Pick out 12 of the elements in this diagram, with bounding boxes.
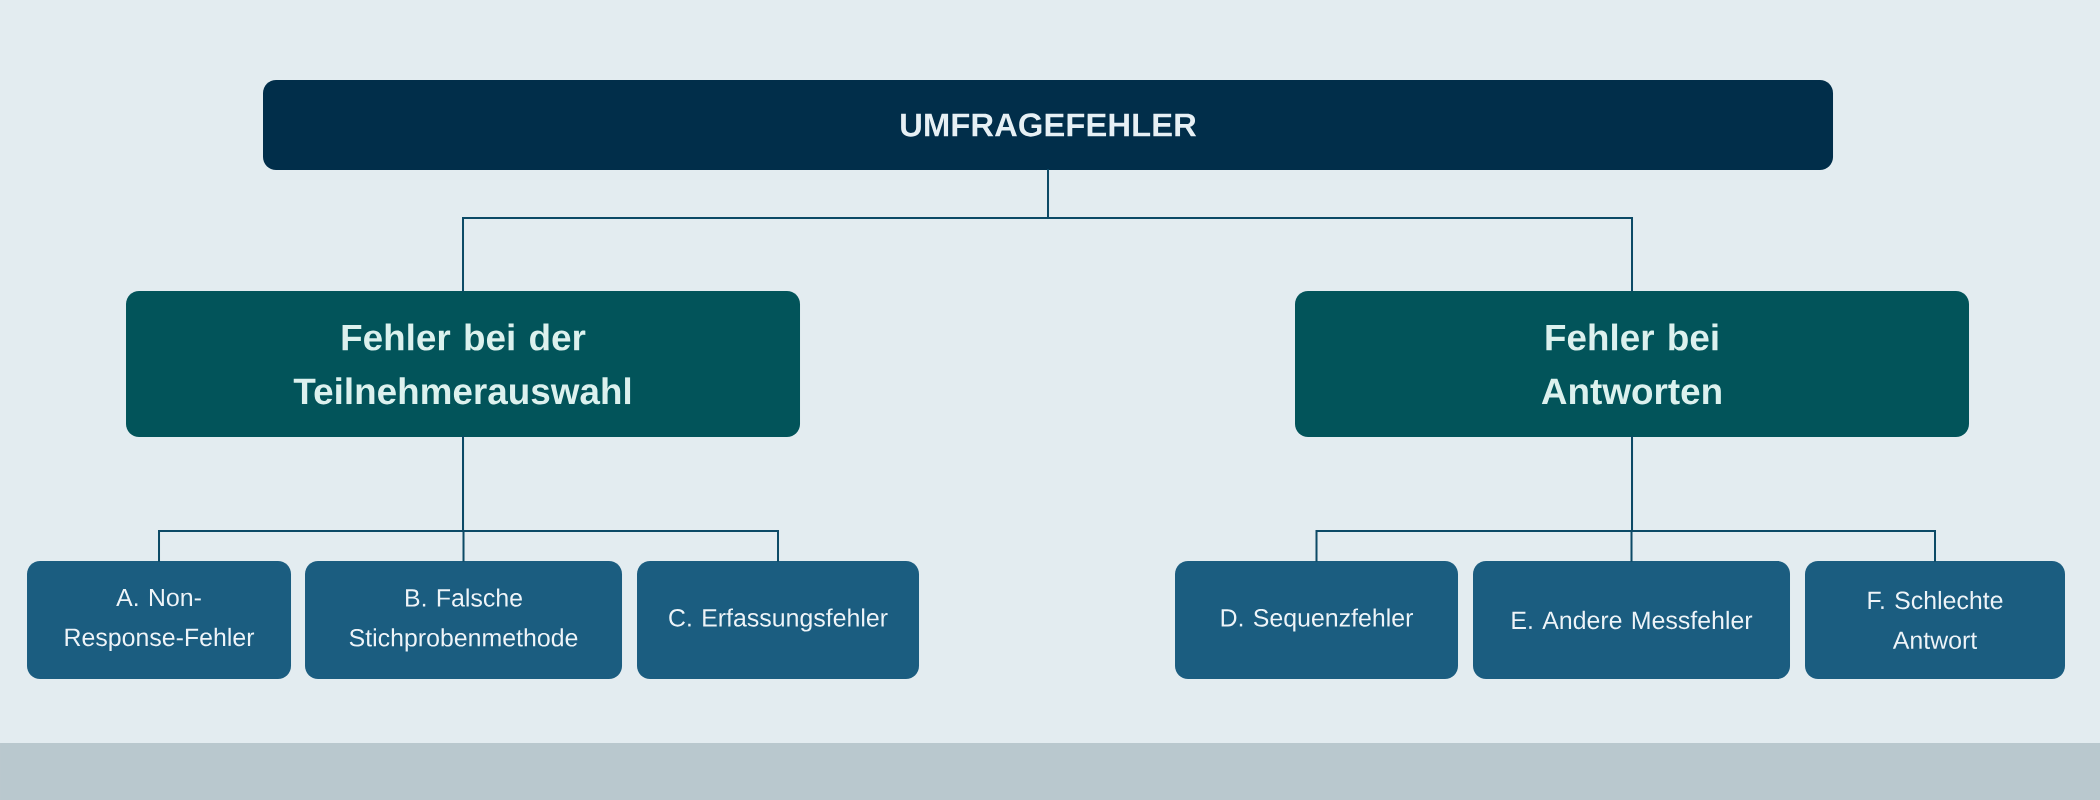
category-box: Fehler bei der Teilnehmerauswahl: [126, 291, 800, 437]
subcategory-box: B. Falsche Stichprobenmethode: [305, 561, 622, 679]
connector-line: [1631, 436, 1936, 562]
subcategory-box: F. Schlechte Antwort: [1805, 561, 2065, 679]
category-box: Fehler bei Antworten: [1295, 291, 1969, 437]
subcategory-box: D. Sequenzfehler: [1175, 561, 1458, 679]
connector-line: [1047, 169, 1633, 292]
subcategory-box: C. Erfassungsfehler: [637, 561, 919, 679]
subcategory-box: A. Non-Response-Fehler: [27, 561, 291, 679]
subcategory-box: E. Andere Messfehler: [1473, 561, 1790, 679]
root-box: UMFRAGEFEHLER: [263, 80, 1833, 170]
connector-line: [462, 436, 779, 562]
